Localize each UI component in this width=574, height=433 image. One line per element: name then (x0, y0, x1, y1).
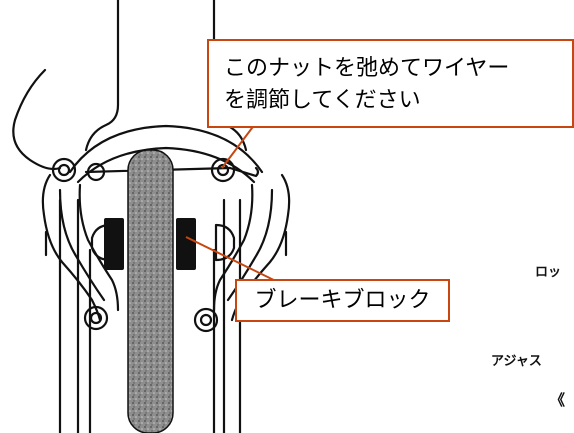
pivot-right (210, 157, 236, 183)
callout-brake-block: ブレーキブロック (235, 279, 450, 322)
brake-cable (12, 68, 62, 171)
pivot-left (51, 157, 77, 183)
leader-line-block (185, 236, 287, 287)
brake-arch (68, 124, 264, 174)
callout-nut-line2: を調節してください (224, 88, 421, 113)
tire (127, 149, 174, 433)
brake-block-right (176, 218, 196, 270)
cropped-text-fragment: 《 (550, 391, 566, 409)
callout-nut-adjust: このナットを弛めてワイヤー を調節してください (207, 39, 574, 128)
callout-nut-line1: このナットを弛めてワイヤー (224, 56, 510, 81)
cropped-text-fragment: ロッ (535, 265, 562, 280)
bolt-right (193, 307, 219, 333)
bolt-left (83, 305, 109, 331)
brake-block-left (104, 218, 124, 270)
cropped-text-fragment: アジャス (491, 354, 542, 369)
